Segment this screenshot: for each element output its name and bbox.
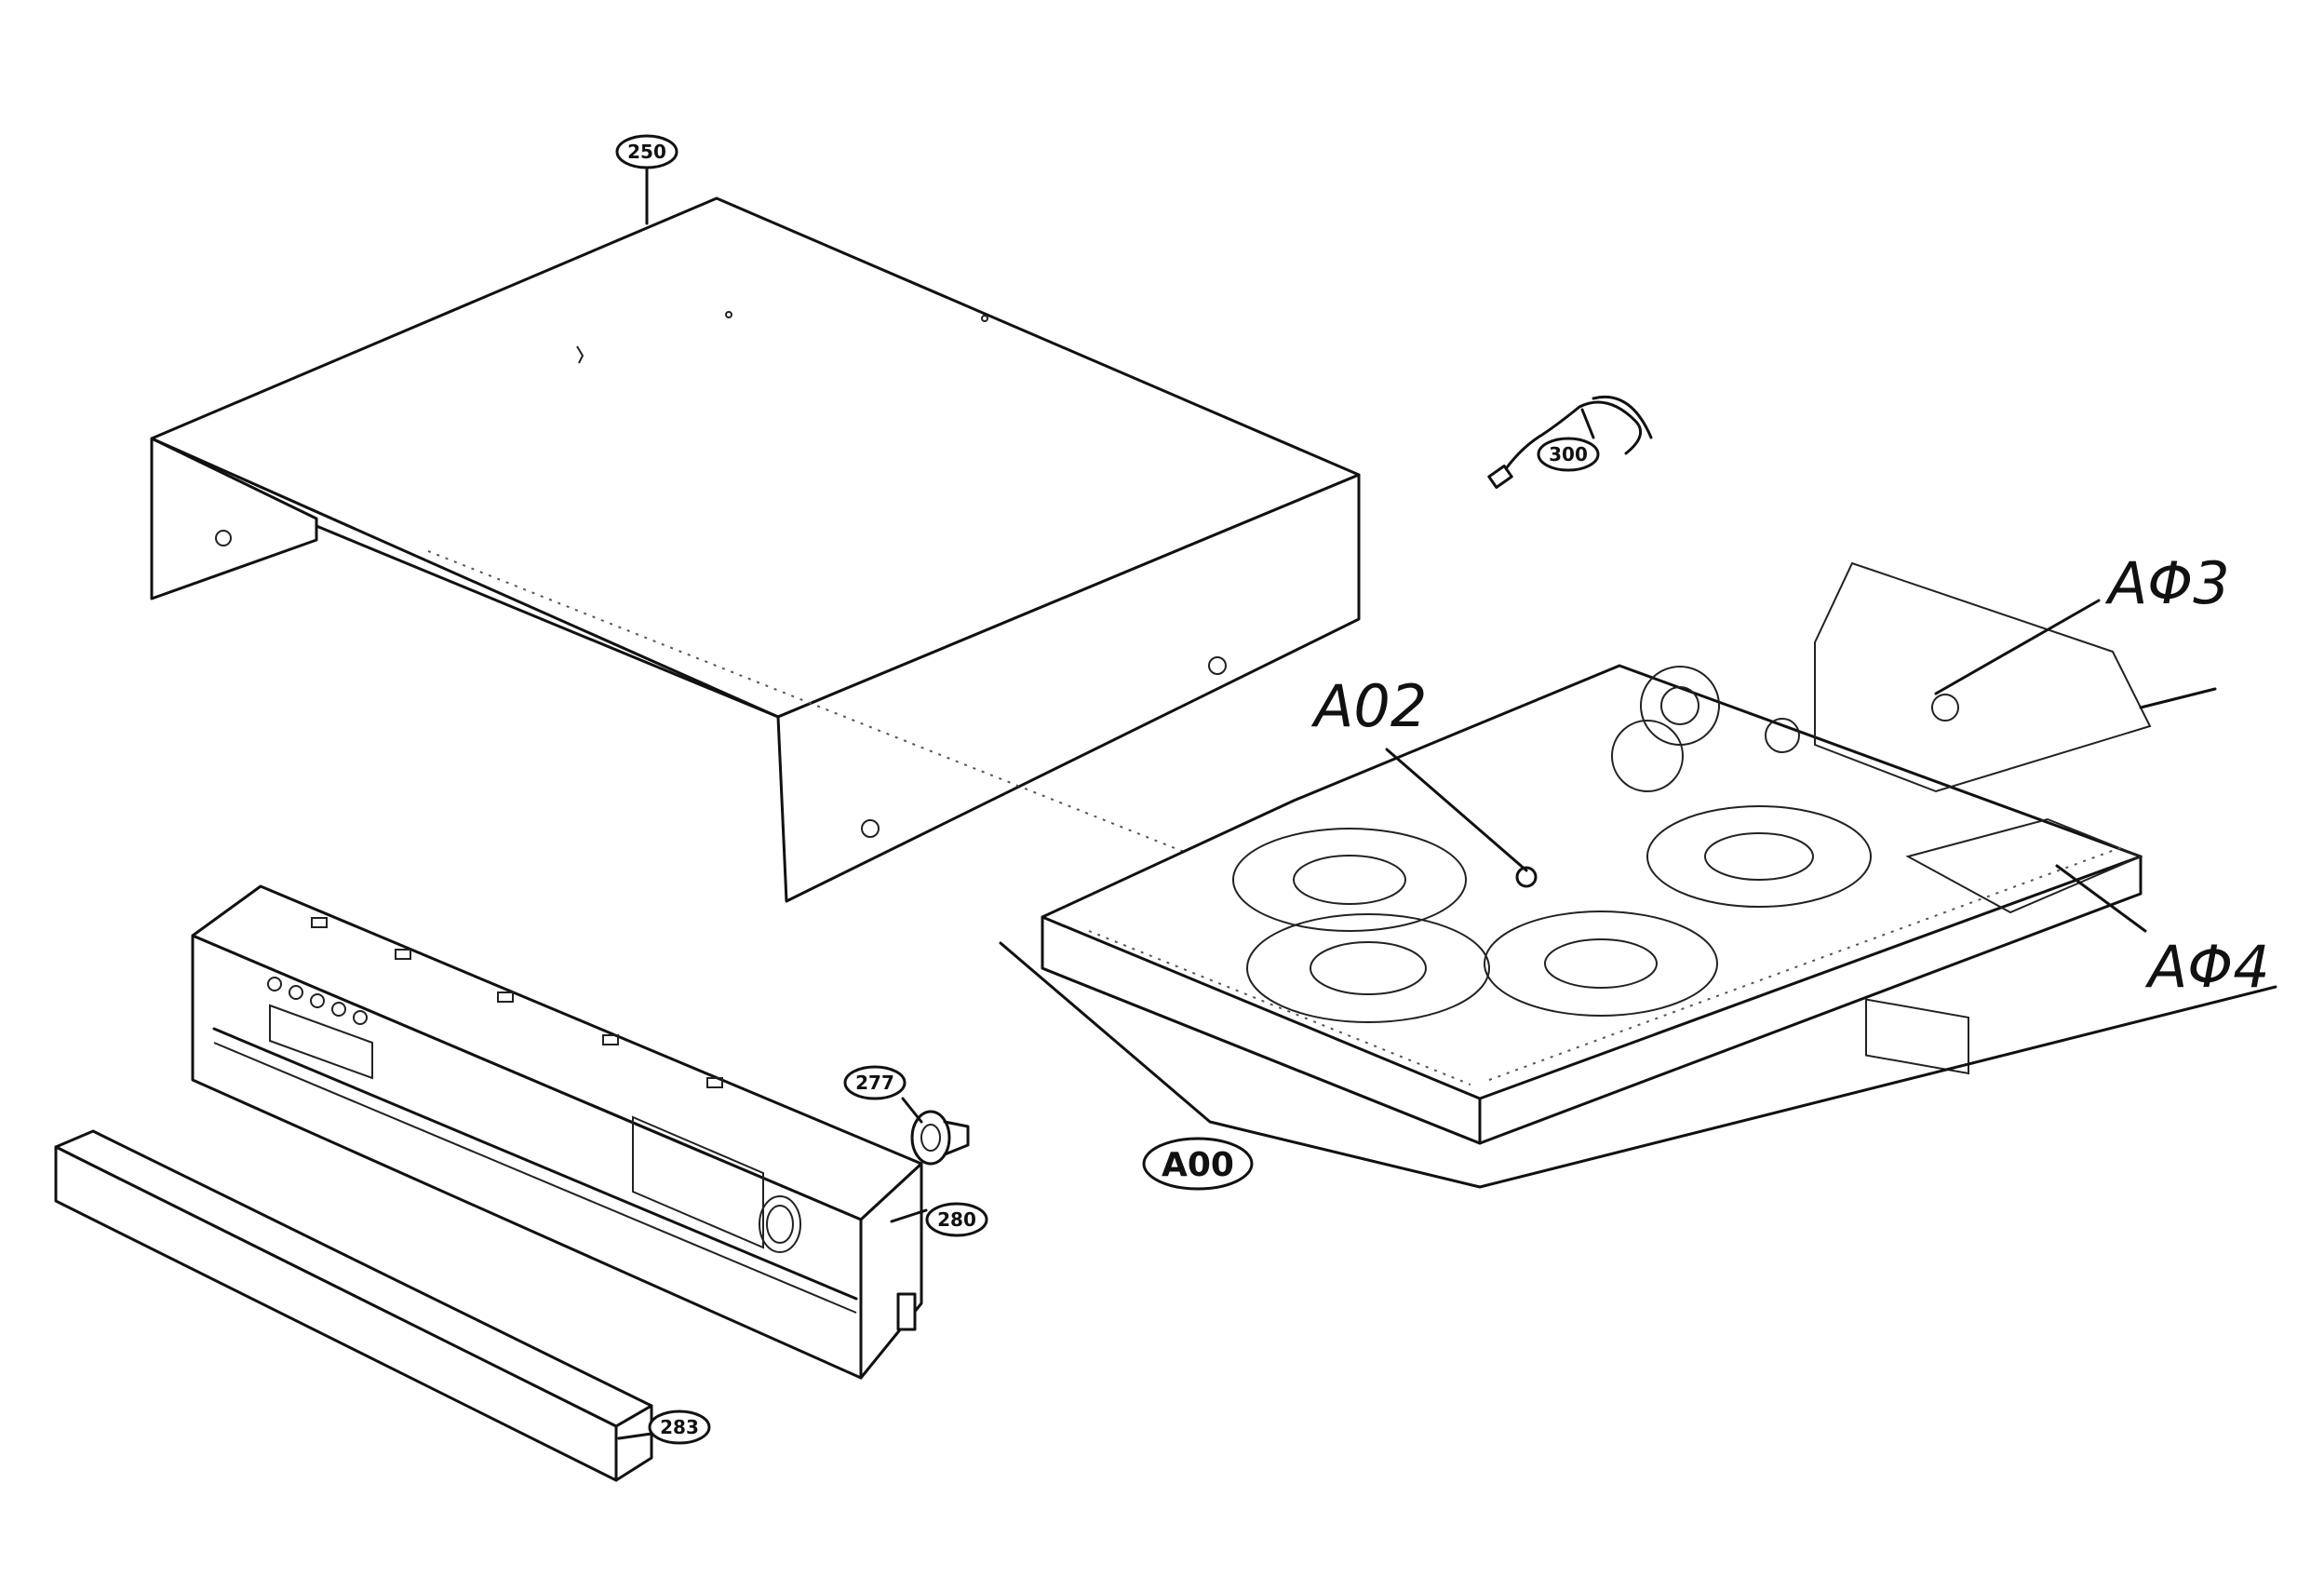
tray-door: [54, 1129, 653, 1482]
front-panel: [191, 884, 923, 1444]
callout-250-label: 250: [627, 141, 666, 163]
callout-300: 300: [1537, 437, 1600, 472]
leader-lines: [617, 166, 2277, 1440]
label-a04: AΦ4: [2144, 933, 2270, 1001]
callout-a00-label: A00: [1162, 1146, 1234, 1184]
callout-283: 283: [648, 1409, 711, 1445]
callout-250: 250: [615, 134, 678, 169]
callout-300-label: 300: [1549, 443, 1588, 465]
knob-part: [910, 1110, 970, 1166]
callout-a00: A00: [1142, 1137, 1254, 1191]
callout-280: 280: [925, 1202, 988, 1237]
callout-277: 277: [843, 1065, 907, 1100]
callout-277-label: 277: [855, 1072, 894, 1094]
callout-280-label: 280: [937, 1208, 976, 1231]
callout-283-label: 283: [660, 1416, 699, 1438]
top-cover: [150, 196, 1361, 903]
mechanism-assembly: [1041, 561, 2217, 1145]
label-a02: A02: [1310, 672, 1427, 740]
power-cord: [1487, 395, 1653, 489]
label-a03: AΦ3: [2104, 549, 2230, 617]
